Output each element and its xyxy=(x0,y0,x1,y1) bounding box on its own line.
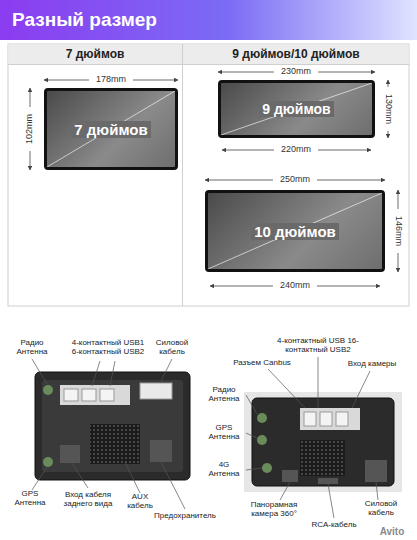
dimension-label: 130mm xyxy=(383,87,393,131)
header-cell: 9 дюймов/10 дюймов xyxy=(196,48,396,61)
back-panel-left xyxy=(35,372,190,480)
screen-outline: 10 дюймов xyxy=(205,190,385,272)
dimension-label: 240mm xyxy=(273,281,317,291)
dimension-label: 102mm xyxy=(25,107,35,151)
page-title: Разный размер xyxy=(12,9,157,31)
dimension-lines xyxy=(30,72,398,286)
callout-label: Силовой кабель xyxy=(152,339,192,357)
callout-label: Вход кабеля заднего вида xyxy=(59,491,117,509)
screen-outline: 9 дюймов xyxy=(218,80,375,138)
callout-label: Вход камеры xyxy=(344,360,400,369)
back-panel-right xyxy=(244,392,402,492)
dimension-label: 178mm xyxy=(89,75,133,85)
callout-label: AUX кабель xyxy=(122,493,158,511)
callout-label: Разъем Canbus xyxy=(225,359,299,368)
screen-outline: 7 дюймов xyxy=(44,88,178,170)
watermark: Avito xyxy=(372,526,412,537)
callout-label: RCA-кабель xyxy=(306,521,362,530)
screen-size-text: 7 дюймов xyxy=(71,121,150,138)
dimension-label: 146mm xyxy=(393,209,403,253)
callout-label: 4G Антенна xyxy=(204,461,244,479)
title-banner xyxy=(0,0,417,40)
size-table xyxy=(8,44,409,306)
screen-size-text: 9 дюймов xyxy=(259,101,333,117)
callout-label: Силовой кабель xyxy=(361,500,401,518)
dimension-label: 250mm xyxy=(273,175,317,185)
callout-label: GPS Антенна xyxy=(204,424,244,442)
leader-lines-right xyxy=(246,357,378,518)
leader-lines-left xyxy=(32,359,185,509)
callout-label: GPS Антенна xyxy=(9,490,51,508)
screen-size-text: 10 дюймов xyxy=(251,223,339,240)
dimension-label: 230mm xyxy=(274,67,318,77)
header-cell: 7 дюймов xyxy=(15,48,175,61)
callout-label: Радио Антенна xyxy=(204,386,244,404)
callout-label: 4-контактный USB1 6-контактный USB2 xyxy=(68,339,148,357)
callout-label: 4-контактный USB 16-контактный USB2 xyxy=(273,337,363,355)
dimension-label: 220mm xyxy=(274,145,318,155)
callout-label: Предохранитель xyxy=(147,512,223,521)
callout-label: Панорамная камера 360° xyxy=(243,501,305,519)
callout-label: Радио Антенна xyxy=(11,339,53,357)
